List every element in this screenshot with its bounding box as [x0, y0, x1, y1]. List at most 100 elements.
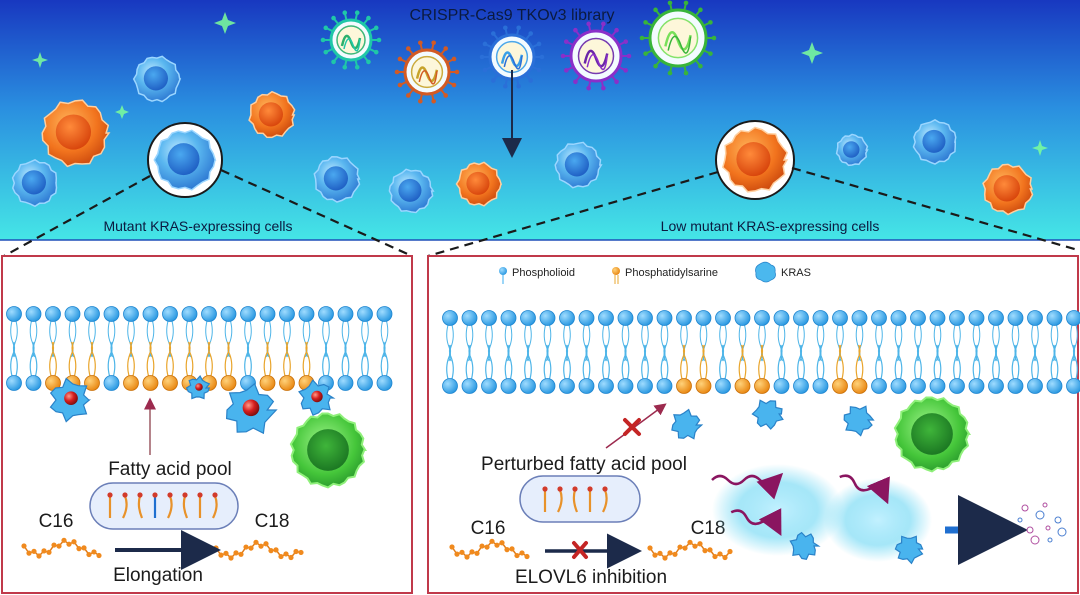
legend-label-kras: KRAS: [781, 267, 811, 279]
phospholipid-head: [793, 378, 809, 394]
phospholipid-head: [910, 378, 926, 394]
phospholipid-head: [812, 310, 829, 326]
phospholipid-head: [793, 310, 809, 326]
phospholipid-head: [64, 306, 81, 322]
phospholipid-head: [162, 306, 178, 322]
phosphatidylserine-head: [259, 375, 276, 391]
blue-cell: [132, 55, 182, 103]
blue-cell: [313, 155, 361, 203]
fragment-icon: [1057, 527, 1067, 537]
kras-protein-icon: [185, 374, 211, 400]
phosphatidylserine-head: [162, 375, 178, 391]
phospholipid-head: [45, 306, 61, 322]
green-immune-cell-left: [289, 412, 368, 489]
phospholipid-head: [1007, 310, 1024, 326]
phospholipid-head: [1027, 378, 1043, 394]
fatty-acid-chain: [21, 537, 102, 559]
blue-cell: [388, 168, 435, 214]
phospholipid-head: [142, 306, 159, 322]
phospholipid-head: [851, 310, 868, 326]
orange-cell: [248, 90, 296, 139]
phospholipid-head: [598, 378, 614, 394]
phospholipid-head: [442, 378, 458, 394]
phospholipid-head: [442, 310, 458, 326]
phospholipid-head: [1066, 310, 1080, 326]
phospholipid-head: [181, 306, 198, 322]
phospholipid-head: [461, 310, 478, 326]
fatty-acid-molecule: [167, 495, 173, 519]
phospholipid-head: [357, 306, 373, 322]
legend-label-phospholipid: Phospholioid: [512, 267, 575, 279]
phospholipid-head: [1007, 378, 1024, 394]
phospholipid-head: [988, 310, 1004, 326]
phospholipid-head: [25, 306, 42, 322]
legend-item-phospholipid: Phospholioid: [499, 267, 575, 284]
fatty-acid-pool-label: Fatty acid pool: [108, 459, 232, 480]
fatty-acid-molecule: [557, 489, 563, 513]
fragment-icon: [1017, 517, 1023, 523]
kras-protein-icon: [751, 399, 784, 430]
phospholipid-head: [871, 310, 887, 326]
fatty-acid-molecule: [182, 495, 189, 519]
fragment-icon: [1026, 526, 1034, 534]
kras-protein-icon: [894, 535, 924, 565]
kras-protein-icon: [49, 377, 91, 423]
phospholipid-head: [337, 306, 354, 322]
phosphatidylserine-head: [676, 378, 692, 394]
phospholipid-head: [337, 375, 354, 391]
elongation-label: Elongation: [113, 565, 203, 586]
c18-label-left: C18: [255, 511, 290, 532]
phospholipid-head: [637, 378, 653, 394]
phospholipid-head: [240, 306, 256, 322]
phospholipid-head: [734, 310, 751, 326]
phospholipid-head: [715, 310, 731, 326]
zoom-lines: [3, 166, 1079, 258]
fatty-acid-molecule: [212, 495, 218, 519]
phospholipid-head: [279, 306, 295, 322]
phosphatidylserine-head: [832, 378, 848, 394]
fatty-acid-molecule: [122, 495, 128, 519]
phospholipid-head: [318, 306, 334, 322]
highlight-mutant-cell: [147, 122, 223, 198]
phospholipid-head: [773, 310, 790, 326]
fatty-acid-chain: [647, 539, 733, 561]
fatty-acid-chains-right: [449, 538, 733, 561]
phospholipid-head: [6, 375, 22, 391]
kras-protein-icon: [671, 408, 704, 440]
degraded-fragments: [1017, 502, 1067, 545]
crispr-library-viruses: [320, 0, 717, 104]
phospholipid-head: [910, 310, 926, 326]
fragment-icon: [1021, 504, 1029, 512]
phospholipid-head: [500, 310, 517, 326]
phospholipid-head: [754, 310, 770, 326]
phospholipid-head: [1046, 378, 1063, 394]
kras-icon: [755, 261, 776, 283]
phospholipid-head: [890, 378, 907, 394]
kras-protein-icon: [298, 379, 336, 416]
blue-cell: [554, 141, 603, 189]
green-immune-cell-right: [893, 396, 972, 473]
phospholipid-head: [539, 310, 556, 326]
phospholipid-head: [520, 378, 536, 394]
phosphatidylserine-head: [734, 378, 751, 394]
phospholipid-head: [949, 310, 965, 326]
sky-background: [0, 0, 1080, 240]
phosphatidylserine-head: [851, 378, 868, 394]
elovl6-inhibition-label: ELOVL6 inhibition: [515, 567, 667, 588]
phospholipid-head: [376, 375, 393, 391]
phospholipid-head: [84, 306, 100, 322]
fragment-icon: [1042, 502, 1048, 508]
elovl6-block-x-icon: [572, 541, 588, 559]
phospholipid-head: [481, 378, 497, 394]
phospholipid-head: [520, 310, 536, 326]
fatty-acid-pool: [89, 482, 239, 530]
phospholipid-head: [123, 306, 139, 322]
mutant-cells-label: Mutant KRAS-expressing cells: [103, 218, 292, 234]
phospholipid-head: [812, 378, 829, 394]
virus-particle-icon: [320, 10, 382, 70]
kras-membrane-bound: [49, 374, 336, 435]
fragment-icon: [1054, 516, 1062, 524]
low-mutant-cells-label: Low mutant KRAS-expressing cells: [661, 218, 880, 234]
cell-population: [11, 55, 1034, 216]
